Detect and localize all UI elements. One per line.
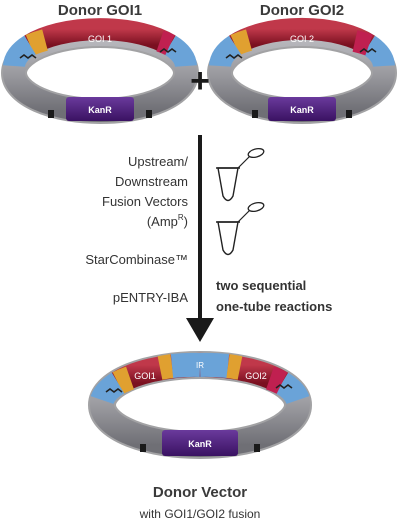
att-site-icon	[275, 384, 293, 389]
microtube-icon	[216, 147, 265, 202]
label-ampr-sup: R	[178, 213, 184, 222]
plus-sign: +	[190, 62, 210, 100]
att-site-icon	[359, 48, 377, 53]
product-gene2-label: GOI2	[245, 371, 267, 381]
att-site-icon	[225, 54, 243, 59]
label-ampr-end: )	[184, 214, 188, 229]
donor1-title: Donor GOI1	[58, 2, 142, 19]
label-upstream: Upstream/	[128, 154, 188, 169]
microtube-icon	[216, 201, 265, 256]
label-ampr-main: (Amp	[147, 214, 178, 229]
donor2-title: Donor GOI2	[260, 2, 344, 19]
att-site-icon	[159, 48, 177, 53]
donor2-plasmid: KanR GOI 2	[207, 17, 397, 124]
product-kanr-label: KanR	[188, 439, 212, 449]
label-downstream: Downstream	[115, 174, 188, 189]
down-arrow	[186, 135, 214, 342]
att-site-icon	[105, 388, 123, 393]
kanr-marker	[66, 97, 134, 121]
product-subtitle: with GOI1/GOI2 fusion	[139, 507, 261, 521]
product-gene1-label: GOI1	[134, 371, 156, 381]
att-site-icon	[19, 54, 37, 59]
donor1-gene-label: GOI 1	[88, 34, 112, 44]
donor2-gene-label: GOI 2	[290, 34, 314, 44]
label-ampr: (AmpR)	[147, 213, 188, 229]
label-pentry: pENTRY-IBA	[113, 290, 188, 305]
product-ir-label: IR	[196, 361, 204, 370]
product-title: Donor Vector	[153, 484, 247, 501]
donor1-kanr-label: KanR	[88, 105, 112, 115]
label-two-sequential: two sequential	[216, 278, 306, 293]
donor2-kanr-label: KanR	[290, 105, 314, 115]
kanr-marker	[162, 430, 238, 456]
label-one-tube: one-tube reactions	[216, 299, 332, 314]
label-starcombinase: StarCombinase™	[85, 252, 188, 267]
donor1-plasmid: KanR GOI 1	[1, 18, 199, 124]
label-fusion-vectors: Fusion Vectors	[102, 194, 188, 209]
kanr-marker	[268, 97, 336, 121]
product-plasmid: KanR GOI1 IR GOI2	[88, 351, 312, 459]
